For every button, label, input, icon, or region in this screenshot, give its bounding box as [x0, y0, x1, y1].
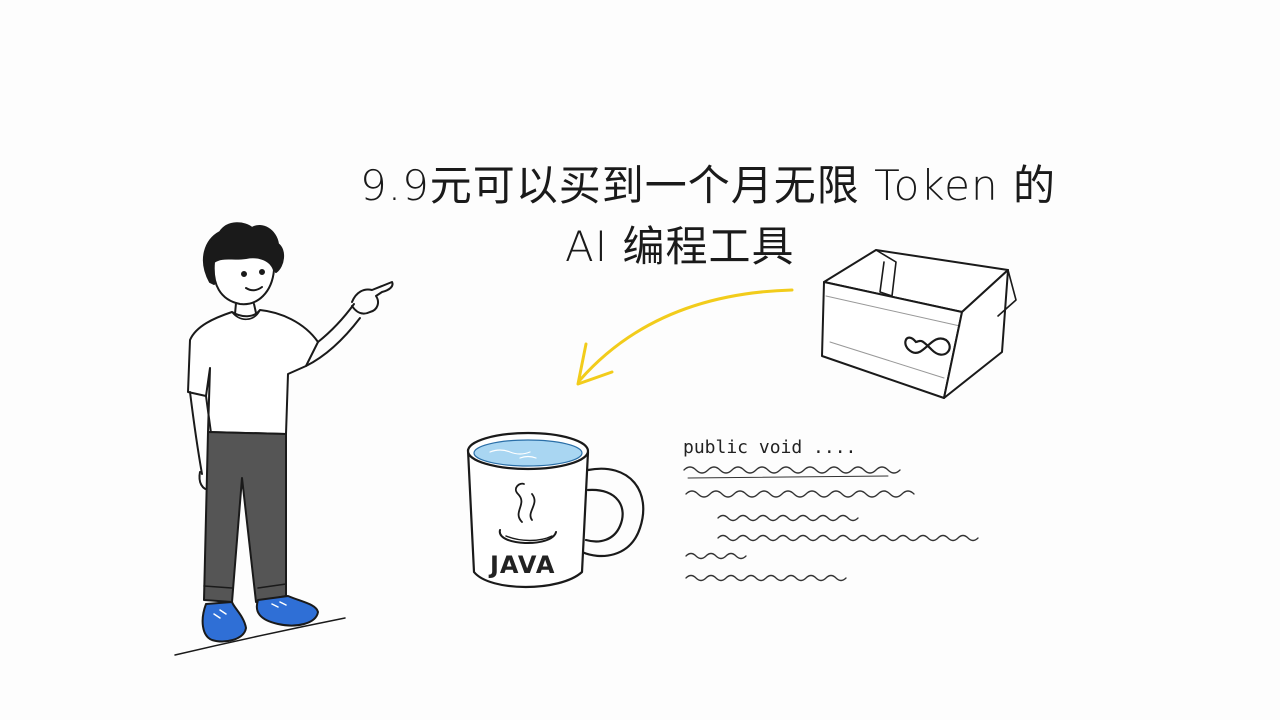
infinity-icon: [904, 336, 951, 356]
code-first-line: public void ....: [683, 437, 857, 458]
headline: 9.9元可以买到一个月无限 Token 的 AI 编程工具: [360, 160, 1120, 273]
mug-icon: [466, 431, 645, 589]
headline-line-2: AI 编程工具: [565, 221, 795, 271]
steam-icon: [514, 482, 536, 523]
mug-label: JAVA: [490, 551, 556, 579]
arrow-icon: [576, 288, 794, 386]
headline-line-1: 9.9元可以买到一个月无限 Token 的: [360, 161, 1056, 210]
box-icon: [821, 249, 1017, 399]
person-icon: [174, 222, 394, 656]
code-scribbles: [683, 466, 979, 582]
